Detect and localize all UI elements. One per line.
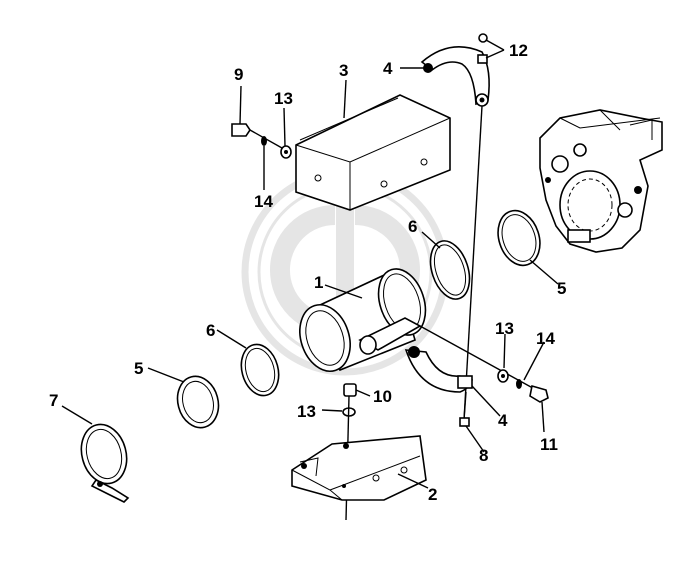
part-7-band-clamp (80, 423, 130, 503)
part-14-washer-right (516, 379, 522, 389)
callout-6-lower: 6 (206, 321, 215, 340)
leader-lines (61, 39, 559, 489)
part-13-nut-right (497, 369, 509, 383)
callout-1: 1 (314, 273, 323, 292)
part-12-nut-washer (477, 33, 488, 64)
callout-labels: 9 13 14 3 4 12 6 5 1 6 5 7 13 14 10 13 4… (49, 41, 566, 504)
callout-14-top: 14 (254, 192, 273, 211)
callout-4-top: 4 (383, 59, 393, 78)
part-4-lower-clamp (404, 346, 473, 393)
callout-8: 8 (479, 446, 488, 465)
callout-5-upper: 5 (557, 279, 566, 298)
part-13-nut-top (280, 145, 292, 159)
callout-13-top: 13 (274, 89, 293, 108)
part-5-ring-upper (497, 209, 541, 267)
part-1-exhaust-pipe (299, 268, 427, 372)
part-6-gasket-lower (240, 343, 280, 397)
part-9-bolt (231, 123, 283, 149)
callout-10: 10 (373, 387, 392, 406)
part-8-bolt (459, 391, 470, 427)
part-2-support-bracket (291, 435, 427, 501)
callout-11: 11 (540, 435, 558, 454)
callout-4-bottom: 4 (498, 411, 508, 430)
part-4-upper-clamp (420, 46, 490, 107)
callout-12: 12 (509, 41, 528, 60)
callout-9: 9 (234, 65, 243, 84)
part-10-bolt (343, 383, 357, 397)
assembly-line-vertical (463, 105, 483, 421)
part-6-gasket-upper (429, 240, 471, 300)
callout-6-upper: 6 (408, 217, 417, 236)
engine-turbo-housing (539, 109, 663, 253)
callout-13-bottom: 13 (297, 402, 316, 421)
callout-2: 2 (428, 485, 437, 504)
callout-7: 7 (49, 391, 58, 410)
callout-5-lower: 5 (134, 359, 143, 378)
part-11-bolt (529, 384, 549, 403)
callout-13-right: 13 (495, 319, 514, 338)
callout-14-right: 14 (536, 329, 555, 348)
callout-3: 3 (339, 61, 348, 80)
part-14-washer-top (261, 136, 267, 146)
part-3-heat-shield (295, 94, 451, 211)
part-5-ring-lower (176, 375, 220, 429)
